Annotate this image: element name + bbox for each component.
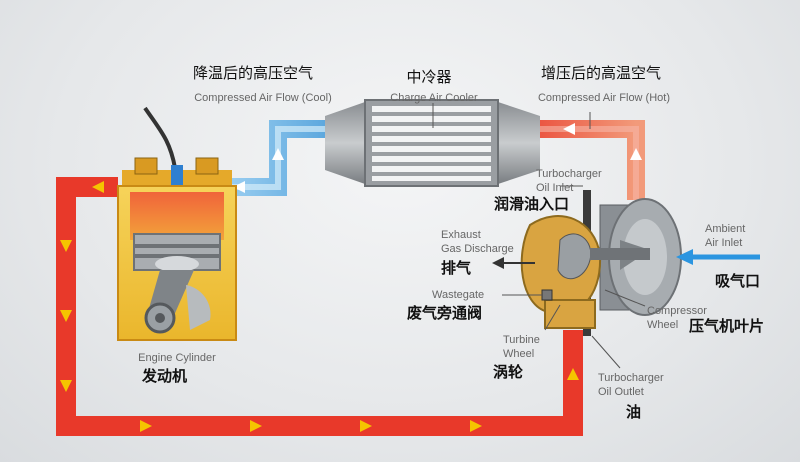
label-exhaust-en-1: Exhaust <box>441 229 481 241</box>
label-oil-outlet-cn: 油 <box>626 403 641 421</box>
label-engine-en: Engine Cylinder <box>138 352 216 364</box>
label-wastegate-en: Wastegate <box>432 289 484 301</box>
label-turbine-en-1: Turbine <box>503 334 540 346</box>
label-exhaust-en-2: Gas Discharge <box>441 243 514 255</box>
label-wastegate-cn: 废气旁通阀 <box>407 304 482 322</box>
label-compressor-en-2: Wheel <box>647 319 678 331</box>
label-engine-cn: 发动机 <box>141 367 187 385</box>
exhaust-flow-arrows <box>60 181 579 432</box>
leader-lines <box>432 103 646 369</box>
label-hot-flow-en: Compressed Air Flow (Hot) <box>538 92 670 104</box>
hot-air-pipe <box>498 120 645 200</box>
turbocharger <box>520 190 682 336</box>
label-oil-outlet-en-2: Oil Outlet <box>598 386 644 398</box>
label-hot-flow-cn: 增压后的高温空气 <box>541 64 661 82</box>
label-oil-inlet-en-2: Oil Inlet <box>536 182 573 194</box>
label-turbine-en-2: Wheel <box>503 348 534 360</box>
label-compressor-cn: 压气机叶片 <box>689 317 764 335</box>
label-ambient-en-1: Ambient <box>705 223 745 235</box>
label-cooled-flow-en: Compressed Air Flow (Cool) <box>194 92 332 104</box>
label-ambient-cn: 吸气口 <box>715 272 760 290</box>
label-turbine-cn: 涡轮 <box>493 363 523 381</box>
charge-air-cooler <box>325 99 540 187</box>
label-oil-inlet-en-1: Turbocharger <box>536 168 602 180</box>
label-oil-outlet-en-1: Turbocharger <box>598 372 664 384</box>
label-compressor-en-1: Compressor <box>647 305 707 317</box>
label-ambient-en-2: Air Inlet <box>705 237 742 249</box>
ambient-in-arrow <box>676 249 760 265</box>
cool-air-pipe <box>220 120 330 196</box>
engine-cylinder <box>117 106 237 341</box>
label-intercooler-en: Charge Air Cooler <box>390 92 478 104</box>
label-cooled-flow-cn: 降温后的高压空气 <box>193 64 313 82</box>
exhaust-pipe <box>56 177 583 436</box>
label-oil-inlet-cn: 润滑油入口 <box>494 195 569 213</box>
label-intercooler-cn: 中冷器 <box>406 68 451 86</box>
label-exhaust-cn: 排气 <box>441 259 471 277</box>
exhaust-out-arrow <box>492 257 535 269</box>
